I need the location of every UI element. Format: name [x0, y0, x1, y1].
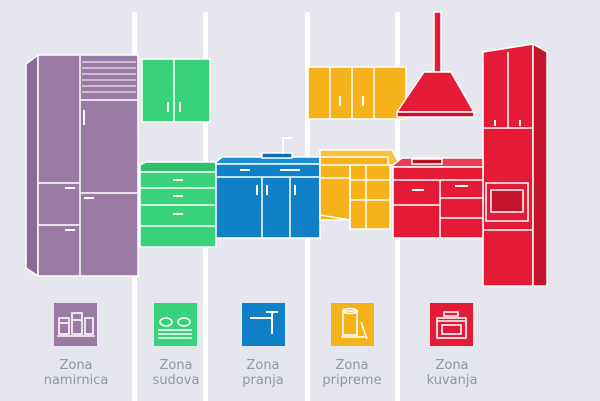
zone-label-kuvanja: Zona kuvanja: [397, 358, 507, 388]
prep-counters: [307, 66, 407, 230]
zone-label-line2: sudova: [152, 373, 200, 388]
zone-label-line2: pranja: [242, 373, 284, 388]
paper-towel-knife-icon: [331, 303, 374, 346]
cooking-unit: [392, 11, 548, 287]
zone-label-line1: Zona: [435, 358, 469, 373]
zone-label-line1: Zona: [246, 358, 280, 373]
pantry-fridge-unit: [25, 53, 139, 278]
zone-label-line2: kuvanja: [426, 373, 478, 388]
sink-unit: [215, 137, 321, 239]
zone-label-line2: pripreme: [322, 373, 382, 388]
zone-label-line1: Zona: [335, 358, 369, 373]
pantry-jars-icon: [54, 303, 97, 346]
zone-label-line1: Zona: [159, 358, 193, 373]
zone-label-line2: namirnica: [43, 373, 109, 388]
zone-label-sudova: Zona sudova: [121, 358, 231, 388]
faucet-icon: [242, 303, 285, 346]
dish-stack-icon: [154, 303, 197, 346]
zone-label-line1: Zona: [59, 358, 93, 373]
zone-label-namirnica: Zona namirnica: [21, 358, 131, 388]
dishes-cabinets: [139, 58, 217, 248]
zone-label-pranja: Zona pranja: [208, 358, 318, 388]
zone-label-pripreme: Zona pripreme: [297, 358, 407, 388]
stove-oven-icon: [430, 303, 473, 346]
